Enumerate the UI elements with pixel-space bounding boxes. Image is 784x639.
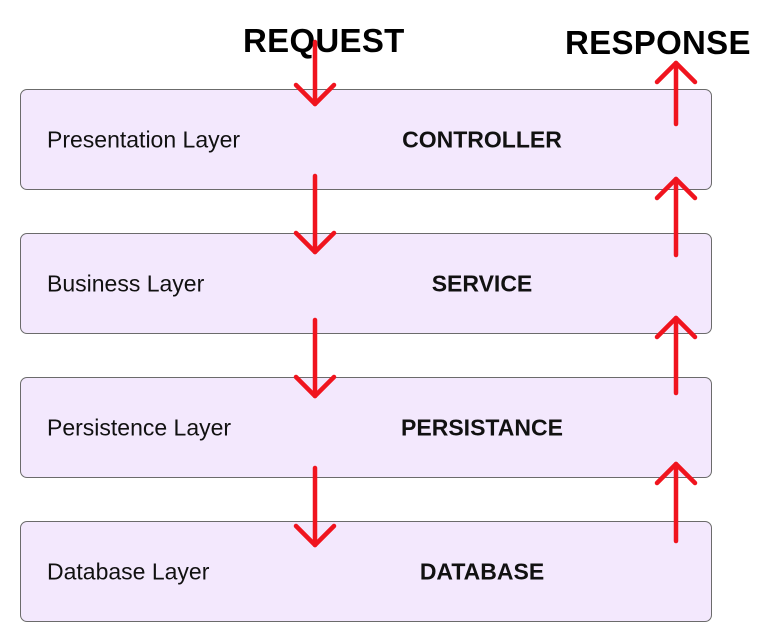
- layer-name: Persistence Layer: [47, 414, 232, 440]
- response-heading: RESPONSE: [565, 24, 751, 61]
- component-name: SERVICE: [431, 270, 533, 296]
- layer-box-persistence: Persistence Layer PERSISTANCE: [20, 377, 712, 478]
- layer-box-business: Business Layer SERVICE: [20, 233, 712, 334]
- layer-box-presentation: Presentation Layer CONTROLLER: [20, 89, 712, 190]
- component-name: PERSISTANCE: [401, 414, 563, 440]
- component-name: CONTROLLER: [402, 126, 562, 152]
- layer-name: Business Layer: [47, 270, 205, 296]
- request-heading: REQUEST: [243, 22, 405, 59]
- layer-name: Presentation Layer: [47, 126, 241, 152]
- component-name: DATABASE: [419, 558, 545, 584]
- layer-box-database: Database Layer DATABASE: [20, 521, 712, 622]
- layer-name: Database Layer: [47, 558, 210, 584]
